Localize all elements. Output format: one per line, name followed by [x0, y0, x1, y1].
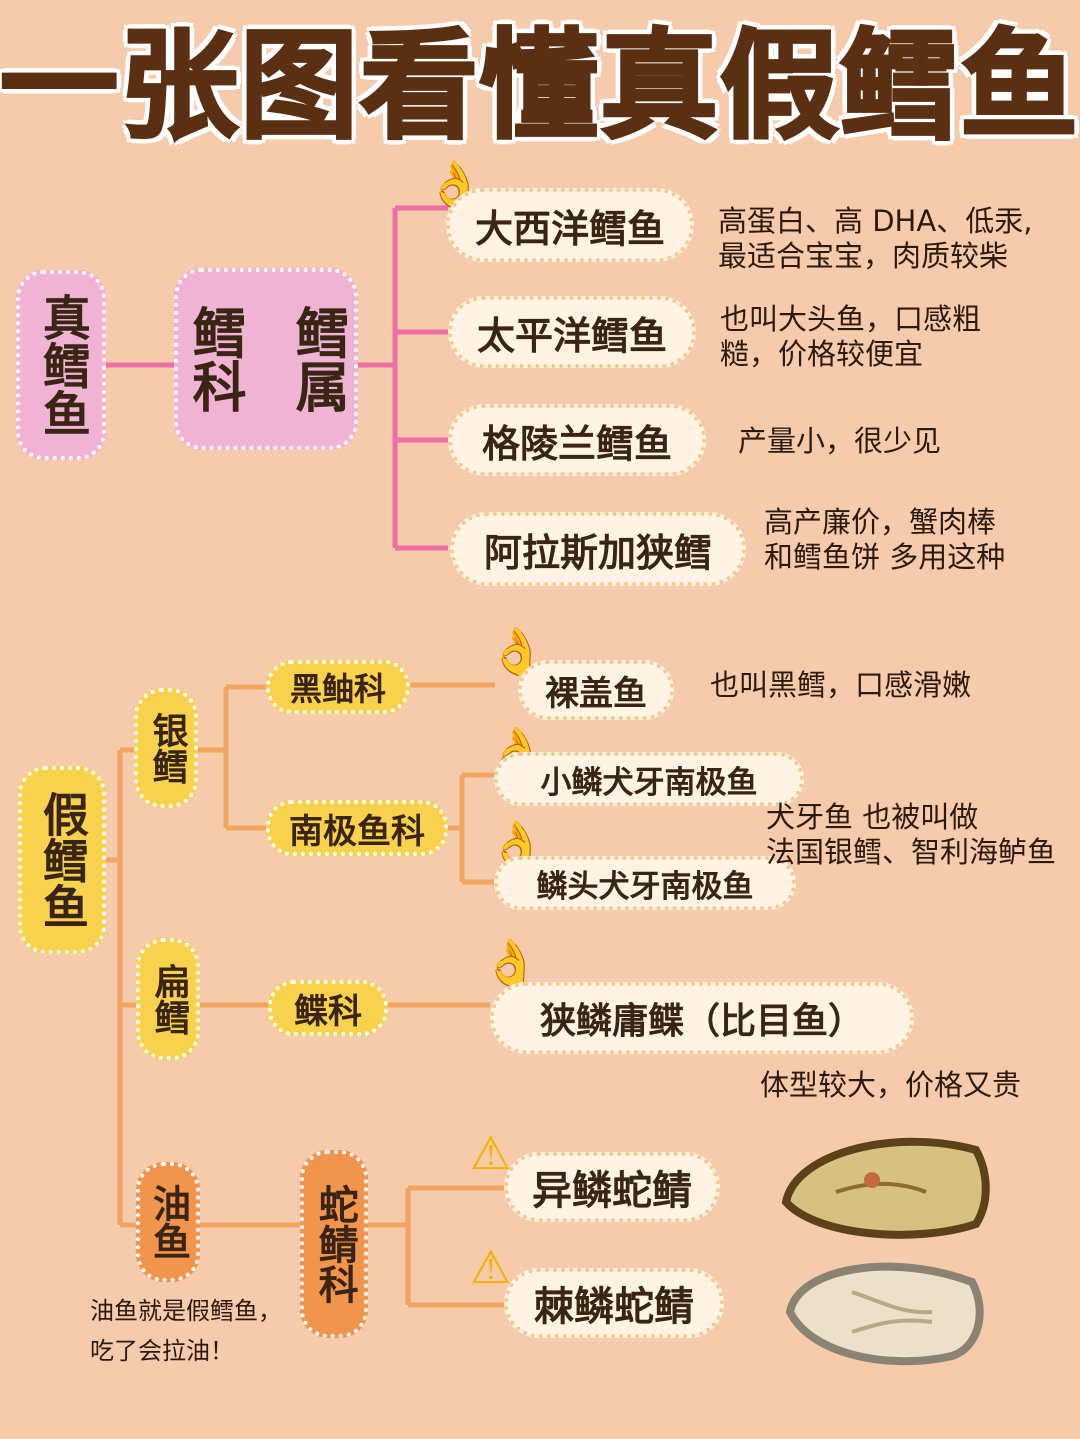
species-alaska-pollock: 阿拉斯加狭鳕 — [450, 512, 746, 586]
real-cod-root: 真鳕鱼 — [16, 270, 106, 460]
atlantic-cod-desc-line2: 最适合宝宝，肉质较柴 — [718, 238, 1009, 273]
toothfish-desc-line1: 犬牙鱼 也被叫做 — [766, 800, 979, 834]
fake-cod-label: 假鳕鱼 — [35, 791, 90, 929]
alaska-pollock-desc-line1: 高产廉价，蟹肉棒 — [764, 505, 997, 539]
species-escolar: 异鳞蛇鲭 — [504, 1152, 720, 1222]
oilfish-steak-photo — [785, 1262, 984, 1366]
finger-heart-icon: 👌 — [482, 936, 540, 990]
family-flounder-label: 鲽科 — [294, 991, 362, 1032]
atlantic-cod-desc-line1: 高蛋白、高 DHA、低汞, — [718, 204, 1033, 238]
warning-icon: ⚠ — [470, 1126, 512, 1180]
warning-icon: ⚠ — [470, 1240, 512, 1294]
oilfish-note-line1: 油鱼就是假鳕鱼， — [90, 1297, 282, 1325]
family-black-rockfish: 黑鲉科 — [266, 660, 410, 714]
species-pacific-cod-label: 太平洋鳕鱼 — [476, 313, 667, 358]
family-antarctic: 南极鱼科 — [266, 800, 448, 856]
page-title: 一张图看懂真假鳕鱼 — [0, 17, 1080, 155]
species-toothfish-small-label: 小鳞犬牙南极鱼 — [540, 764, 758, 801]
oilfish-note-line2: 吃了会拉油！ — [90, 1336, 234, 1365]
oilfish-note: 油鱼就是假鳕鱼， 吃了会拉油！ — [90, 1292, 282, 1371]
pacific-cod-desc-line1: 也叫大头鱼，口感粗 — [720, 302, 982, 336]
species-sablefish: 裸盖鱼 — [518, 660, 674, 720]
species-halibut-label: 狭鳞庸鲽（比目鱼） — [539, 1001, 864, 1042]
atlantic-cod-desc: 高蛋白、高 DHA、低汞, 最适合宝宝，肉质较柴 — [718, 204, 1032, 274]
species-greenland-cod-label: 格陵兰鳕鱼 — [481, 421, 672, 466]
oilfish-group: 油鱼 — [136, 1162, 200, 1282]
family-snake-label: 蛇鲭科 — [311, 1184, 358, 1304]
species-halibut: 狭鳞庸鲽（比目鱼） — [490, 982, 914, 1054]
species-sablefish-label: 裸盖鱼 — [545, 673, 647, 714]
family-snake-mackerel: 蛇鲭科 — [300, 1150, 368, 1338]
family-antarctic-label: 南极鱼科 — [289, 811, 425, 852]
pacific-cod-desc-line2: 糙，价格较便宜 — [720, 336, 924, 371]
fake-cod-root: 假鳕鱼 — [18, 766, 106, 954]
pacific-cod-desc: 也叫大头鱼，口感粗 糙，价格较便宜 — [720, 302, 981, 372]
species-oilfish-label: 棘鳞蛇鲭 — [534, 1284, 694, 1330]
species-oilfish: 棘鳞蛇鲭 — [504, 1268, 724, 1338]
sablefish-desc: 也叫黑鳕，口感滑嫩 — [710, 668, 972, 702]
flat-cod-group: 扁鳕 — [136, 938, 200, 1060]
silver-cod-group: 银鳕 — [134, 688, 198, 808]
cod-genus-label: 鳕属 — [286, 305, 349, 413]
alaska-pollock-desc: 高产廉价，蟹肉棒 和鳕鱼饼 多用这种 — [764, 505, 1005, 575]
species-toothfish-scalehead: 鳞头犬牙南极鱼 — [494, 856, 796, 910]
halibut-desc: 体型较大，价格又贵 — [760, 1068, 1022, 1102]
cod-family-genus: 鳕科 鳕属 — [174, 268, 358, 450]
toothfish-desc-line2: 法国银鳕、智利海鲈鱼 — [766, 834, 1057, 869]
cod-family-label: 鳕科 — [183, 305, 246, 413]
silver-cod-label: 银鳕 — [146, 712, 188, 784]
oilfish-group-label: 油鱼 — [146, 1184, 191, 1260]
species-alaska-pollock-label: 阿拉斯加狭鳕 — [483, 530, 712, 575]
species-toothfish-scalehead-label: 鳞头犬牙南极鱼 — [536, 868, 754, 905]
family-flounder: 鲽科 — [268, 980, 388, 1036]
real-cod-label: 真鳕鱼 — [33, 293, 90, 437]
family-black-label: 黑鲉科 — [289, 670, 386, 708]
species-atlantic-cod-label: 大西洋鳕鱼 — [474, 206, 665, 251]
species-pacific-cod: 太平洋鳕鱼 — [448, 296, 696, 368]
flat-cod-label: 扁鳕 — [148, 963, 190, 1035]
alaska-pollock-desc-line2: 和鳕鱼饼 多用这种 — [764, 539, 1006, 574]
species-atlantic-cod: 大西洋鳕鱼 — [446, 188, 694, 262]
escolar-steak-photo — [781, 1137, 990, 1239]
greenland-cod-desc-line1: 产量小，很少见 — [738, 424, 942, 458]
greenland-cod-desc: 产量小，很少见 — [738, 424, 941, 459]
species-toothfish-small: 小鳞犬牙南极鱼 — [494, 752, 804, 806]
toothfish-desc: 犬牙鱼 也被叫做 法国银鳕、智利海鲈鱼 — [766, 800, 1056, 870]
species-escolar-label: 异鳞蛇鲭 — [532, 1168, 692, 1214]
species-greenland-cod: 格陵兰鳕鱼 — [448, 404, 706, 476]
